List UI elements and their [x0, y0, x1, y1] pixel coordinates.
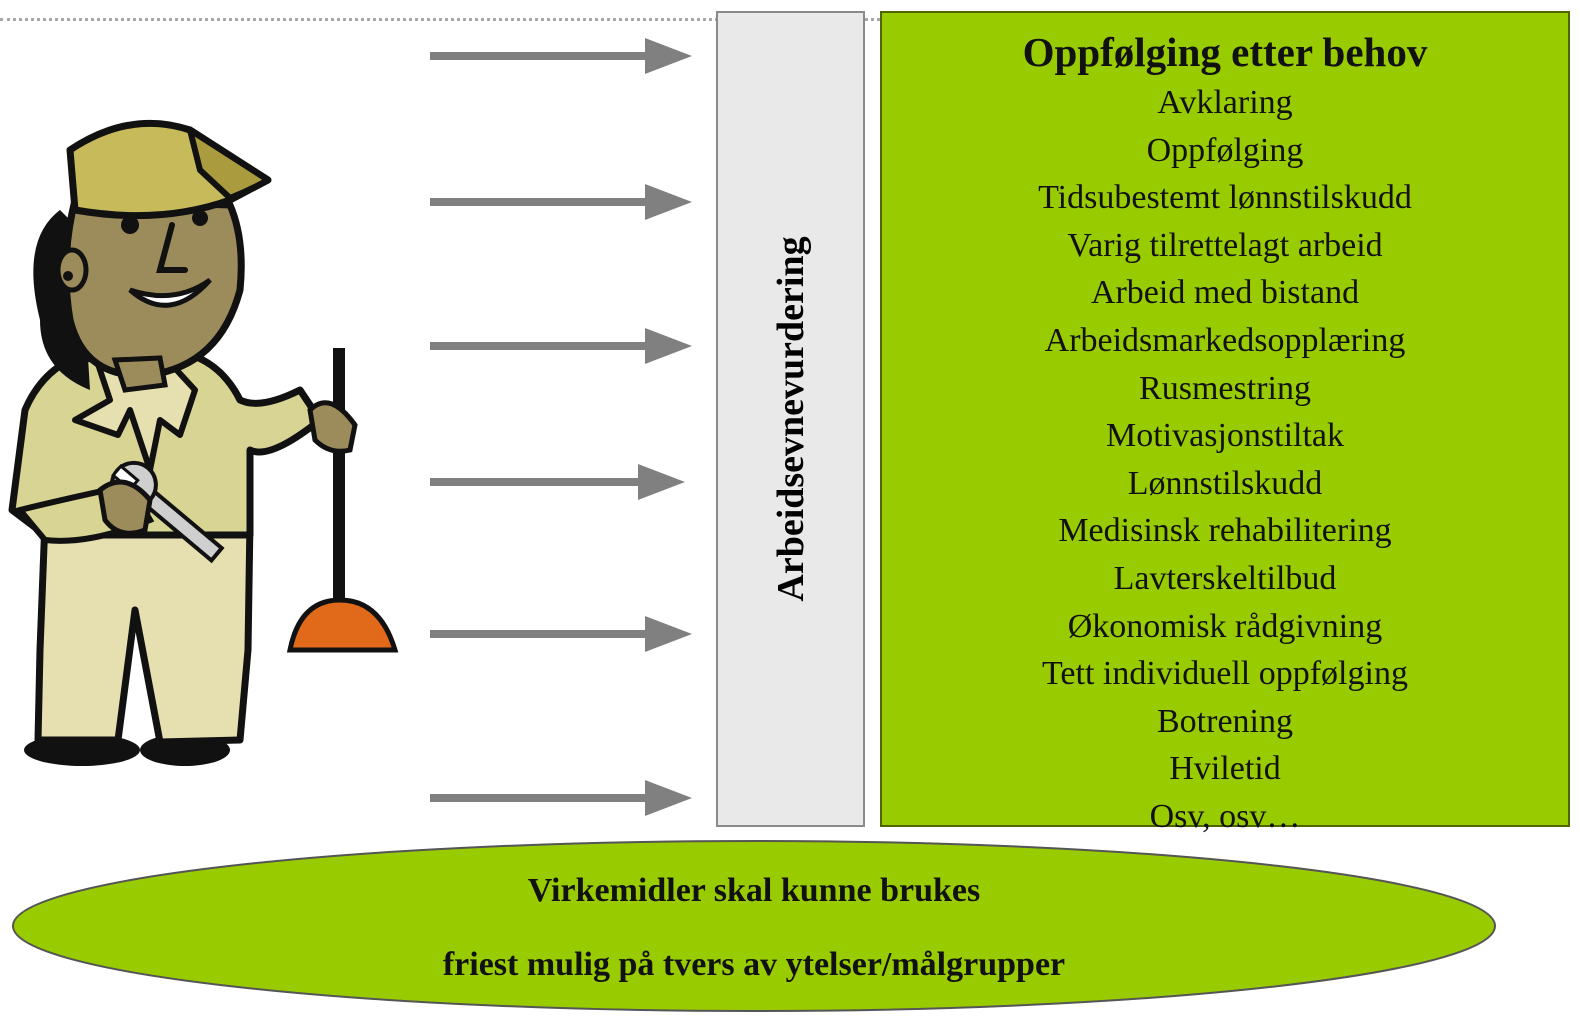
- neck: [111, 355, 168, 393]
- list-item: Botrening: [1157, 702, 1293, 740]
- list-item: Osv, osv…: [1149, 797, 1301, 835]
- arrow-4: [430, 464, 685, 500]
- left-hand: [97, 479, 153, 536]
- ellipse-line-2: friest mulig på tvers av ytelser/målgrup…: [442, 946, 1066, 983]
- list-item: Arbeidsmarkedsopplæring: [1044, 321, 1406, 359]
- arrow-5: [430, 616, 692, 652]
- bottom-ellipse: [12, 840, 1496, 1012]
- cap-brim: [187, 127, 271, 201]
- list-item: Økonomisk rådgivning: [1067, 607, 1383, 645]
- list-item: Rusmestring: [1139, 369, 1311, 407]
- right-eye: [192, 210, 208, 226]
- ellipse-line-1: Virkemidler skal kunne brukes: [527, 872, 981, 909]
- ellipse-text: Virkemidler skal kunne brukes friest mul…: [10, 838, 1498, 1014]
- assessment-box: Arbeidsevnevurdering: [716, 11, 865, 827]
- list-item: Oppfølging: [1146, 131, 1304, 169]
- arrow-3: [430, 328, 692, 364]
- mouth: [128, 277, 212, 308]
- measures-title: Oppfølging etter behov: [1022, 29, 1428, 75]
- pants: [34, 516, 254, 746]
- list-item: Avklaring: [1157, 84, 1293, 121]
- right-hand: [307, 400, 358, 454]
- list-item: Varig tilrettelagt arbeid: [1067, 226, 1383, 264]
- face: [62, 196, 245, 379]
- list-item: Lavterskeltilbud: [1113, 559, 1337, 597]
- nose: [156, 222, 188, 273]
- arrow-1: [430, 38, 692, 74]
- list-item: Medisinsk rehabilitering: [1058, 512, 1392, 550]
- list-item: Tett individuell oppfølging: [1042, 655, 1408, 693]
- earring: [63, 271, 73, 281]
- dotted-divider-line: [0, 18, 880, 21]
- arrow-6: [430, 780, 692, 816]
- assessment-label: Arbeidsevnevurdering: [769, 236, 812, 602]
- list-item: Arbeid med bistand: [1090, 274, 1360, 312]
- list-item: Tidsubestemt lønnstilskudd: [1038, 179, 1412, 217]
- worker-clipart-icon: [8, 119, 399, 766]
- measures-box: Oppfølging etter behov Avklaring Oppfølg…: [880, 11, 1570, 835]
- list-item: Lønnstilskudd: [1127, 464, 1323, 502]
- list-item: Hviletid: [1169, 750, 1281, 788]
- plunger-cup: [286, 597, 399, 653]
- measures-list: Avklaring Oppfølging Tidsubestemt lønnst…: [882, 79, 1568, 841]
- arrow-2: [430, 184, 692, 220]
- list-item: Motivasjonstiltak: [1106, 417, 1344, 455]
- left-eye: [121, 216, 139, 234]
- ear: [55, 247, 89, 293]
